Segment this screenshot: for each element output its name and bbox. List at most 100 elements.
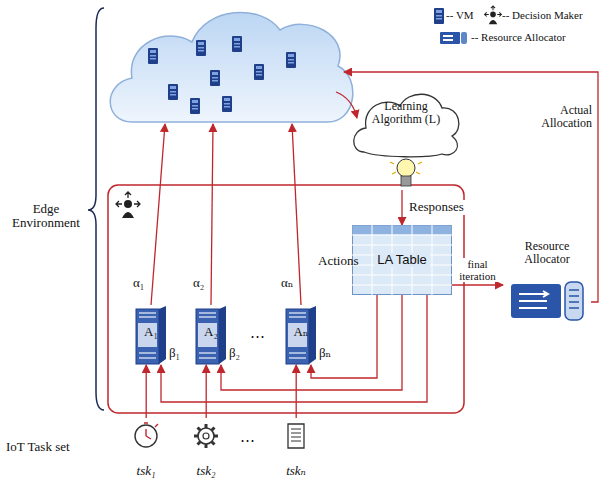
node-label: A₂ — [204, 325, 218, 339]
gear-teeth — [194, 424, 218, 448]
node-label: Aₙ — [293, 325, 308, 339]
vm-cloud — [222, 96, 232, 112]
server-body — [136, 309, 159, 364]
node-label: Learning Algorithm (L) — [364, 100, 448, 126]
connector-arrow — [146, 365, 147, 418]
allocator-bars — [569, 290, 579, 308]
server-panel — [198, 323, 217, 347]
table-grid — [352, 225, 452, 295]
note-label: Edge Environment — [4, 202, 88, 231]
legend-entry: -- VM — [446, 9, 474, 21]
signal-label: β₁ — [169, 346, 180, 360]
node-label: LA Table — [374, 253, 430, 267]
legend-allocator-icon — [461, 32, 467, 44]
connector-arrow — [452, 284, 503, 285]
bulb-glass — [397, 159, 415, 177]
signal-label: β₂ — [229, 346, 240, 360]
legend-decision-icon — [485, 6, 502, 17]
table-header — [353, 226, 452, 235]
bulb-rays — [390, 162, 422, 174]
decision-maker-icon — [116, 192, 140, 218]
edge-brace — [88, 8, 104, 410]
server-panel — [138, 323, 157, 347]
action-arrows — [151, 72, 598, 305]
edge-label: Responses — [408, 200, 465, 214]
node-label: A₁ — [144, 325, 158, 339]
table-frame — [353, 226, 452, 295]
note-label: Actual Allocation — [520, 104, 592, 130]
edge-brace — [88, 8, 104, 410]
bulb-base — [401, 176, 411, 186]
decision-maker-icon — [122, 212, 134, 218]
agent-node: Aₙ — [285, 305, 317, 365]
vm-cloud — [196, 40, 206, 56]
note-label: Actions — [318, 254, 358, 268]
ellipsis-mark: ⋯ — [240, 432, 255, 449]
server-side — [219, 306, 226, 364]
connector-arrow — [401, 190, 402, 225]
allocator-arrows — [519, 291, 548, 308]
server-side — [309, 306, 316, 364]
decision-maker-icon — [116, 192, 140, 207]
node-label: Resource Allocator — [507, 240, 587, 266]
legend-text: -- Decision Maker — [502, 9, 583, 21]
legend-entry: -- Resource Allocator — [471, 31, 566, 43]
vm-cloud — [286, 52, 296, 68]
allocator-body — [511, 284, 561, 318]
legend-decision-icon — [489, 20, 497, 24]
learning-cloud — [354, 94, 459, 157]
table-node: LA Table — [352, 225, 452, 295]
legend-allocator-icon — [443, 35, 453, 37]
connector-arrow — [206, 365, 207, 418]
signal-label: α₁ — [133, 276, 144, 290]
legend-text: -- VM — [446, 9, 474, 21]
server-body — [286, 309, 309, 364]
connector-arrow — [221, 295, 402, 390]
connector-arrow — [161, 295, 427, 402]
timer-hands — [144, 423, 158, 439]
signal-label: βₙ — [319, 346, 331, 360]
gear-hole — [203, 433, 209, 439]
doc-page — [288, 424, 304, 448]
vm-cloud — [254, 64, 264, 80]
doc-node: tskₙ — [276, 418, 316, 480]
legend-decision-icon — [485, 6, 502, 24]
gear-ring — [198, 428, 214, 444]
signal-label: α₂ — [193, 276, 204, 290]
gear-node: tsk₂ — [186, 418, 226, 480]
agent-node: A₁ — [135, 305, 167, 365]
legend-decision-icon — [490, 12, 496, 18]
vm-cloud — [110, 12, 353, 122]
edge-region — [108, 185, 464, 413]
legend-allocator-icon — [443, 39, 453, 41]
node-label: tskₙ — [286, 464, 306, 478]
server-body — [196, 309, 219, 364]
connector-arrow — [311, 295, 377, 378]
vm-cloud — [232, 36, 242, 52]
doc-lines — [291, 429, 301, 441]
vm-cloud — [190, 98, 200, 114]
server-side — [159, 306, 166, 364]
legend-vm-icon — [434, 8, 444, 24]
allocator-cylinder — [565, 282, 583, 320]
ellipsis-mark: ⋯ — [250, 328, 265, 345]
legend-entry: -- Decision Maker — [502, 9, 583, 21]
vm-cloud — [148, 48, 158, 64]
legend-text: -- Resource Allocator — [471, 31, 566, 43]
signal-label: αₙ — [281, 276, 293, 290]
timer-node: tsk₁ — [126, 418, 166, 480]
legend-allocator-icon — [440, 32, 467, 44]
vm-cloud — [110, 12, 353, 122]
node-label: tsk₂ — [197, 464, 216, 478]
decision-maker-icon — [124, 200, 132, 208]
action-arrows — [344, 72, 598, 302]
agent-node: A₂ — [195, 305, 227, 365]
note-label: IoT Task set — [6, 440, 70, 454]
lacloud-node: Learning Algorithm (L) — [350, 86, 462, 190]
legend-vm-icon — [434, 8, 444, 24]
node-label: tsk₁ — [137, 464, 156, 478]
edge-region — [108, 185, 464, 413]
